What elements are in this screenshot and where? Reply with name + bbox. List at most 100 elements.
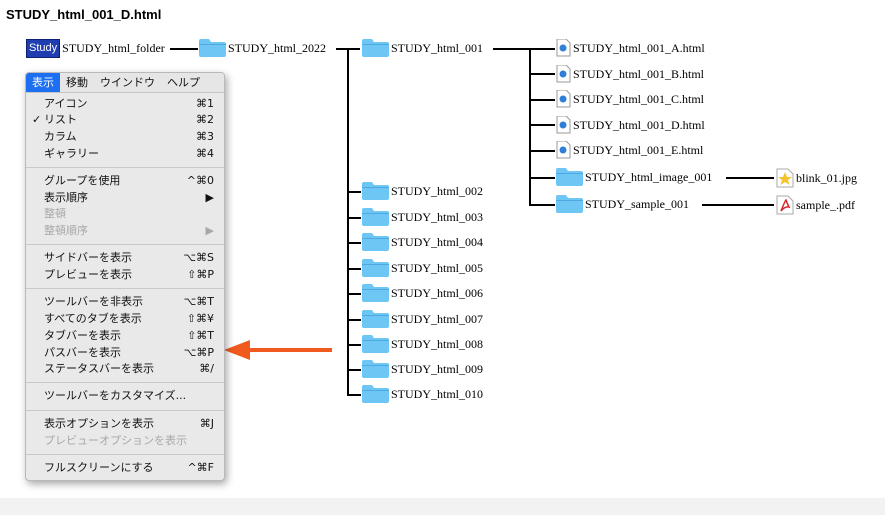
view-menu: 表示 移動 ウインドウ ヘルプ アイコン ⌘1 ✓ リスト ⌘2 カラム ⌘3 … [25, 72, 225, 481]
shortcut: ⌥⌘T [183, 295, 214, 308]
menu-item-show-sidebar[interactable]: サイドバーを表示 ⌥⌘S [26, 250, 224, 266]
folder-label: STUDY_html_007 [391, 311, 484, 326]
file-label: STUDY_html_001_C.html [573, 91, 705, 106]
pdf-file[interactable]: sample_.pdf [776, 195, 855, 215]
menu-item-enter-full-screen[interactable]: フルスクリーンにする ^⌘F [26, 460, 224, 476]
connector [347, 319, 361, 321]
menu-item-show-preview[interactable]: プレビューを表示 ⇧⌘P [26, 267, 224, 283]
menu-item-show-tab-bar[interactable]: タブバーを表示 ⇧⌘T [26, 328, 224, 344]
menu-item-show-status-bar[interactable]: ステータスバーを表示 ⌘/ [26, 361, 224, 377]
folder-009[interactable]: STUDY_html_009 [362, 360, 483, 378]
file-label: STUDY_html_001_D.html [573, 117, 705, 132]
html-file-b[interactable]: STUDY_html_001_B.html [556, 65, 704, 83]
folder-label: STUDY_html_image_001 [585, 169, 713, 184]
file-label: blink_01.jpg [796, 170, 858, 185]
html-file-e[interactable]: STUDY_html_001_E.html [556, 141, 703, 159]
folder-label: STUDY_html_006 [391, 285, 484, 300]
connector [702, 204, 774, 206]
folder-icon [362, 233, 389, 251]
connector [347, 191, 361, 193]
menu-separator [26, 244, 224, 245]
menu-item-show-path-bar[interactable]: パスバーを表示 ⌥⌘P [26, 345, 224, 361]
folder-004[interactable]: STUDY_html_004 [362, 233, 483, 251]
folder-icon [362, 335, 389, 353]
menu-separator [26, 288, 224, 289]
connector [529, 150, 555, 152]
menu-item-hide-toolbar[interactable]: ツールバーを非表示 ⌥⌘T [26, 294, 224, 310]
html-file-c[interactable]: STUDY_html_001_C.html [556, 90, 704, 108]
menu-item-label: タブバーを表示 [44, 329, 121, 342]
folder-icon [362, 360, 389, 378]
connector [347, 369, 361, 371]
menu-item-gallery-view[interactable]: ギャラリー ⌘4 [26, 146, 224, 162]
menu-item-sort-by[interactable]: 表示順序 ▶ [26, 190, 224, 206]
menu-item-show-view-options[interactable]: 表示オプションを表示 ⌘J [26, 416, 224, 432]
connector [347, 242, 361, 244]
folder-icon [362, 259, 389, 277]
html-file-icon [556, 141, 571, 159]
folder-icon [362, 284, 389, 302]
root-folder[interactable]: Study STUDY_html_folder [26, 39, 165, 58]
folder-icon [362, 208, 389, 226]
menubar-window[interactable]: ウインドウ [100, 76, 155, 89]
shortcut: ⌘3 [196, 130, 214, 143]
menu-item-label: プレビューを表示 [44, 268, 132, 281]
folder-001[interactable]: STUDY_html_001 [362, 39, 483, 57]
shortcut: ⌘1 [196, 97, 214, 110]
folder-label: STUDY_html_002 [391, 183, 484, 198]
shortcut: ⌥⌘P [183, 346, 214, 359]
connector [529, 99, 555, 101]
menu-item-label: フルスクリーンにする [44, 461, 154, 474]
connector [529, 124, 555, 126]
menu-item-label: ステータスバーを表示 [44, 362, 154, 375]
menu-item-show-all-tabs[interactable]: すべてのタブを表示 ⇧⌘¥ [26, 311, 224, 327]
folder-003[interactable]: STUDY_html_003 [362, 208, 483, 226]
connector [529, 177, 555, 179]
menu-item-icon-view[interactable]: アイコン ⌘1 [26, 96, 224, 112]
file-label: STUDY_html_001_E.html [573, 142, 704, 157]
menu-item-label: パスバーを表示 [44, 346, 121, 359]
menu-item-customize-toolbar[interactable]: ツールバーをカスタマイズ... [26, 388, 224, 404]
shortcut: ^⌘F [187, 461, 214, 474]
menu-separator [26, 454, 224, 455]
connector [347, 217, 361, 219]
menu-item-column-view[interactable]: カラム ⌘3 [26, 129, 224, 145]
folder-008[interactable]: STUDY_html_008 [362, 335, 483, 353]
shortcut: ^⌘0 [186, 174, 214, 187]
menu-item-label: 表示オプションを表示 [44, 417, 154, 430]
shortcut: ⌘2 [196, 113, 214, 126]
menu-item-use-groups[interactable]: グループを使用 ^⌘0 [26, 173, 224, 189]
menubar-go[interactable]: 移動 [66, 76, 88, 89]
menu-bar: 表示 移動 ウインドウ ヘルプ [26, 73, 224, 93]
shortcut: ⌘/ [199, 362, 214, 375]
menu-item-label: 整頓 [44, 207, 66, 220]
folder-label: STUDY_html_004 [391, 234, 484, 249]
folder-006[interactable]: STUDY_html_006 [362, 284, 483, 302]
file-label: STUDY_html_001_A.html [573, 40, 705, 55]
html-file-d[interactable]: STUDY_html_001_D.html [556, 116, 705, 134]
folder-002[interactable]: STUDY_html_002 [362, 182, 483, 200]
html-file-a[interactable]: STUDY_html_001_A.html [556, 39, 705, 57]
folder-icon [362, 182, 389, 200]
menubar-view[interactable]: 表示 [26, 73, 60, 92]
folder-2022[interactable]: STUDY_html_2022 [199, 39, 326, 57]
menu-item-label: カラム [44, 130, 77, 143]
folder-007[interactable]: STUDY_html_007 [362, 310, 483, 328]
folder-icon [362, 385, 389, 403]
menu-item-label: すべてのタブを表示 [44, 312, 142, 325]
menu-item-label: 整頓順序 [44, 224, 88, 237]
folder-010[interactable]: STUDY_html_010 [362, 385, 483, 403]
page-title: STUDY_html_001_D.html [6, 7, 162, 22]
image-file[interactable]: blink_01.jpg [776, 168, 857, 188]
menu-separator [26, 410, 224, 411]
menu-item-list-view[interactable]: ✓ リスト ⌘2 [26, 112, 224, 128]
folder-image-001[interactable]: STUDY_html_image_001 [556, 168, 712, 186]
menu-item-label: アイコン [44, 97, 88, 110]
folder-label: STUDY_html_2022 [228, 40, 327, 55]
folder-icon [556, 195, 583, 213]
folder-sample-001[interactable]: STUDY_sample_001 [556, 195, 689, 213]
folder-005[interactable]: STUDY_html_005 [362, 259, 483, 277]
connector [347, 293, 361, 295]
menubar-help[interactable]: ヘルプ [167, 76, 200, 89]
connector [529, 73, 555, 75]
